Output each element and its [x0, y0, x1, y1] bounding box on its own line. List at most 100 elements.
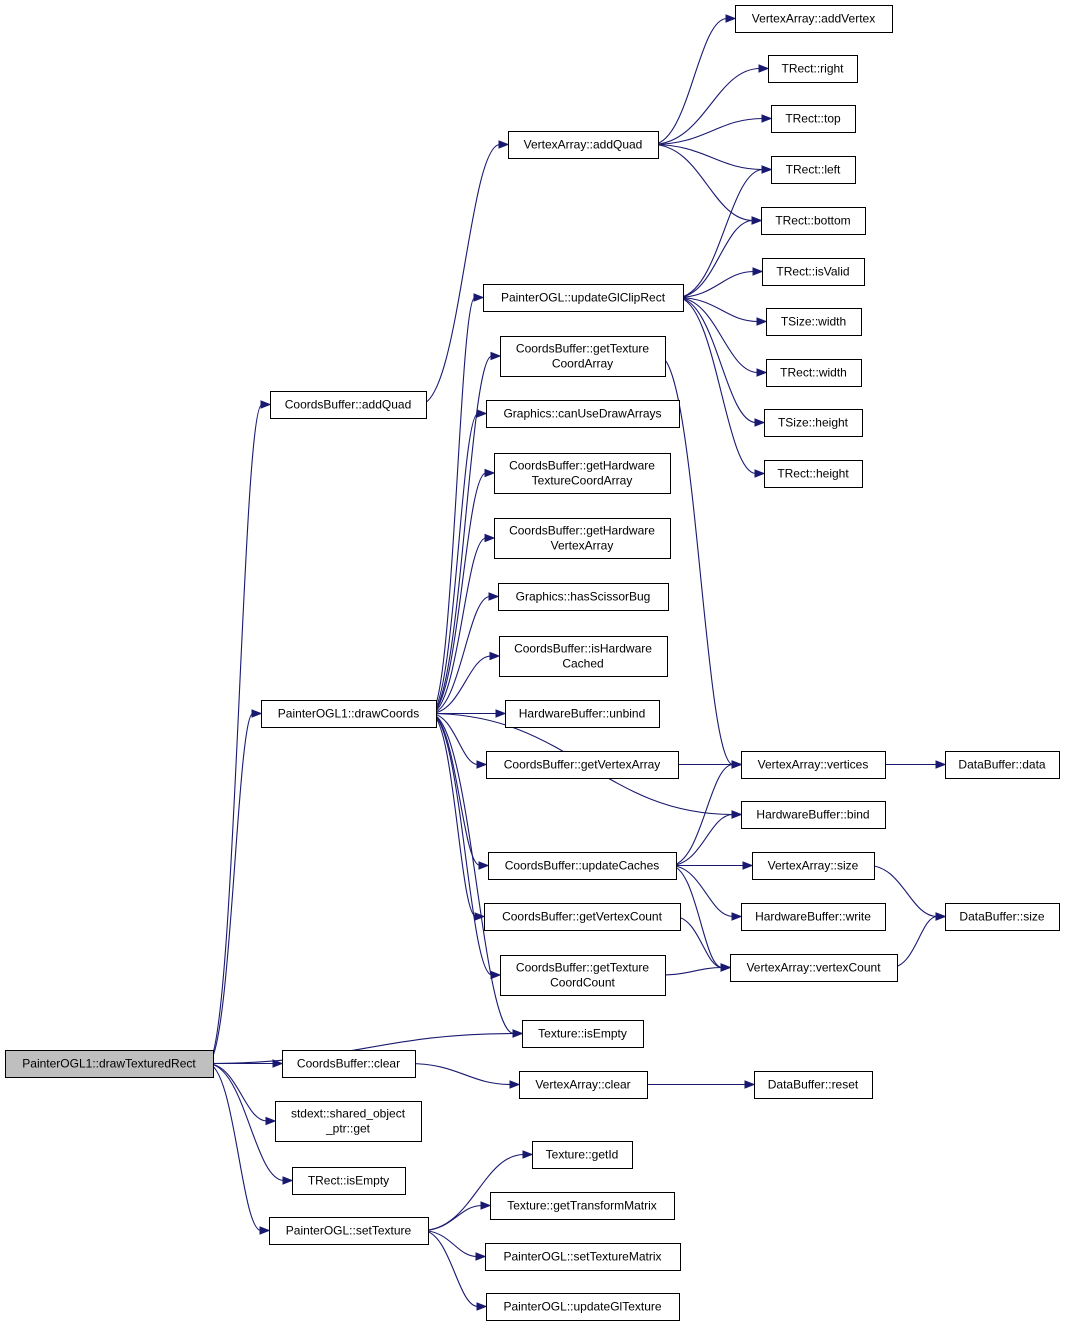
node-box [519, 1071, 648, 1099]
arrowhead [522, 1150, 534, 1159]
node-box [270, 391, 427, 419]
node-n22[interactable]: CoordsBuffer::getVertexArray [486, 751, 679, 779]
arrowhead [488, 592, 500, 601]
arrowhead [474, 912, 486, 921]
node-n1[interactable]: CoordsBuffer::addQuad [270, 391, 427, 419]
node-n12[interactable]: TSize::height [764, 409, 863, 437]
edge-n8-n13 [676, 296, 757, 475]
arrowhead [756, 368, 768, 377]
node-n21[interactable]: HardwareBuffer::unbind [505, 700, 660, 728]
node-label: HardwareBuffer::write [755, 910, 871, 924]
node-label: DataBuffer::reset [768, 1078, 859, 1092]
node-box [741, 903, 886, 931]
node-n26[interactable]: CoordsBuffer::updateCaches [488, 852, 677, 880]
arrowhead [489, 651, 501, 661]
node-n28[interactable]: HardwareBuffer::write [741, 903, 886, 931]
node-n5[interactable]: TRect::top [771, 105, 856, 133]
node-label: CoordsBuffer::getVertexCount [502, 910, 663, 924]
arrowhead [731, 760, 743, 769]
node-box [292, 1167, 406, 1195]
node-box [761, 207, 866, 235]
node-box [269, 1217, 429, 1245]
node-label: _ptr::get [325, 1122, 371, 1136]
node-box [762, 258, 865, 286]
edge-n8-n9 [676, 270, 755, 299]
node-label: VertexArray::addVertex [752, 12, 875, 26]
node-n33[interactable]: Texture::isEmpty [522, 1020, 644, 1048]
arrowhead [473, 293, 485, 302]
node-label: CoordsBuffer::updateCaches [505, 859, 660, 873]
node-n25[interactable]: HardwareBuffer::bind [741, 801, 886, 829]
node-n39[interactable]: PainterOGL::setTexture [269, 1217, 429, 1245]
edge-n0-n38 [206, 1062, 285, 1182]
arrowhead [512, 1029, 524, 1038]
call-edges [206, 14, 947, 1311]
node-n42[interactable]: PainterOGL::setTextureMatrix [485, 1243, 681, 1271]
node-label: PainterOGL::setTexture [286, 1224, 412, 1238]
edge-n2-n6 [651, 143, 764, 171]
edge-n27-n29 [867, 864, 938, 918]
node-n36[interactable]: DataBuffer::reset [754, 1071, 873, 1099]
node-box [766, 359, 862, 387]
edge-n20-n14 [429, 355, 493, 715]
node-box [754, 1071, 873, 1099]
node-n0[interactable]: PainterOGL1::drawTexturedRect [5, 1050, 214, 1078]
arrowhead [251, 709, 263, 718]
node-box [499, 636, 668, 677]
arrowhead [744, 1080, 756, 1089]
node-label: TRect::left [786, 163, 841, 177]
node-n23[interactable]: VertexArray::vertices [741, 751, 886, 779]
node-n30[interactable]: CoordsBuffer::getVertexCount [484, 903, 681, 931]
node-n3[interactable]: VertexArray::addVertex [735, 5, 893, 33]
node-box [730, 954, 898, 982]
node-n8[interactable]: PainterOGL::updateGlClipRect [483, 284, 684, 312]
arrowhead [265, 1116, 277, 1126]
node-n34[interactable]: CoordsBuffer::clear [282, 1050, 416, 1078]
node-n29[interactable]: DataBuffer::size [945, 903, 1060, 931]
node-label: Cached [562, 657, 603, 671]
node-n11[interactable]: TRect::width [766, 359, 862, 387]
node-label: CoordsBuffer::getHardware [509, 459, 655, 473]
node-n43[interactable]: PainterOGL::updateGlTexture [486, 1293, 680, 1321]
node-n18[interactable]: Graphics::hasScissorBug [498, 583, 669, 611]
node-n15[interactable]: Graphics::canUseDrawArrays [486, 400, 680, 428]
node-box [498, 583, 669, 611]
node-n9[interactable]: TRect::isValid [762, 258, 865, 286]
edge-n20-n19 [429, 655, 492, 715]
node-n38[interactable]: TRect::isEmpty [292, 1167, 406, 1195]
edge-n1-n2 [419, 143, 501, 406]
arrowhead [751, 216, 763, 225]
edge-n39-n43 [421, 1229, 479, 1308]
node-box [735, 5, 893, 33]
node-n10[interactable]: TSize::width [766, 308, 862, 336]
node-n6[interactable]: TRect::left [771, 156, 856, 184]
arrowhead [761, 114, 773, 123]
node-n27[interactable]: VertexArray::size [752, 852, 875, 880]
edge-n20-n15 [429, 412, 479, 715]
node-n41[interactable]: Texture::getTransformMatrix [490, 1192, 675, 1220]
node-label: VertexArray::vertices [758, 758, 869, 772]
node-n4[interactable]: TRect::right [768, 55, 858, 83]
edge-n20-n16 [429, 472, 487, 715]
edge-n20-n31 [429, 712, 493, 976]
edge-n14-n23 [658, 355, 734, 766]
node-label: PainterOGL::updateGlTexture [503, 1300, 661, 1314]
node-n24[interactable]: DataBuffer::data [945, 751, 1060, 779]
arrowhead [731, 810, 743, 819]
edge-n8-n12 [676, 296, 757, 424]
node-n16[interactable]: CoordsBuffer::getHardwareTextureCoordArr… [494, 453, 671, 494]
node-n7[interactable]: TRect::bottom [761, 207, 866, 235]
node-n37[interactable]: stdext::shared_object_ptr::get [275, 1101, 422, 1142]
node-n20[interactable]: PainterOGL1::drawCoords [261, 700, 437, 728]
node-n35[interactable]: VertexArray::clear [519, 1071, 648, 1099]
node-box [486, 1293, 680, 1321]
node-n40[interactable]: Texture::getId [532, 1141, 633, 1169]
node-n2[interactable]: VertexArray::addQuad [508, 131, 659, 159]
node-n32[interactable]: VertexArray::vertexCount [730, 954, 898, 982]
node-n13[interactable]: TRect::height [764, 460, 863, 488]
